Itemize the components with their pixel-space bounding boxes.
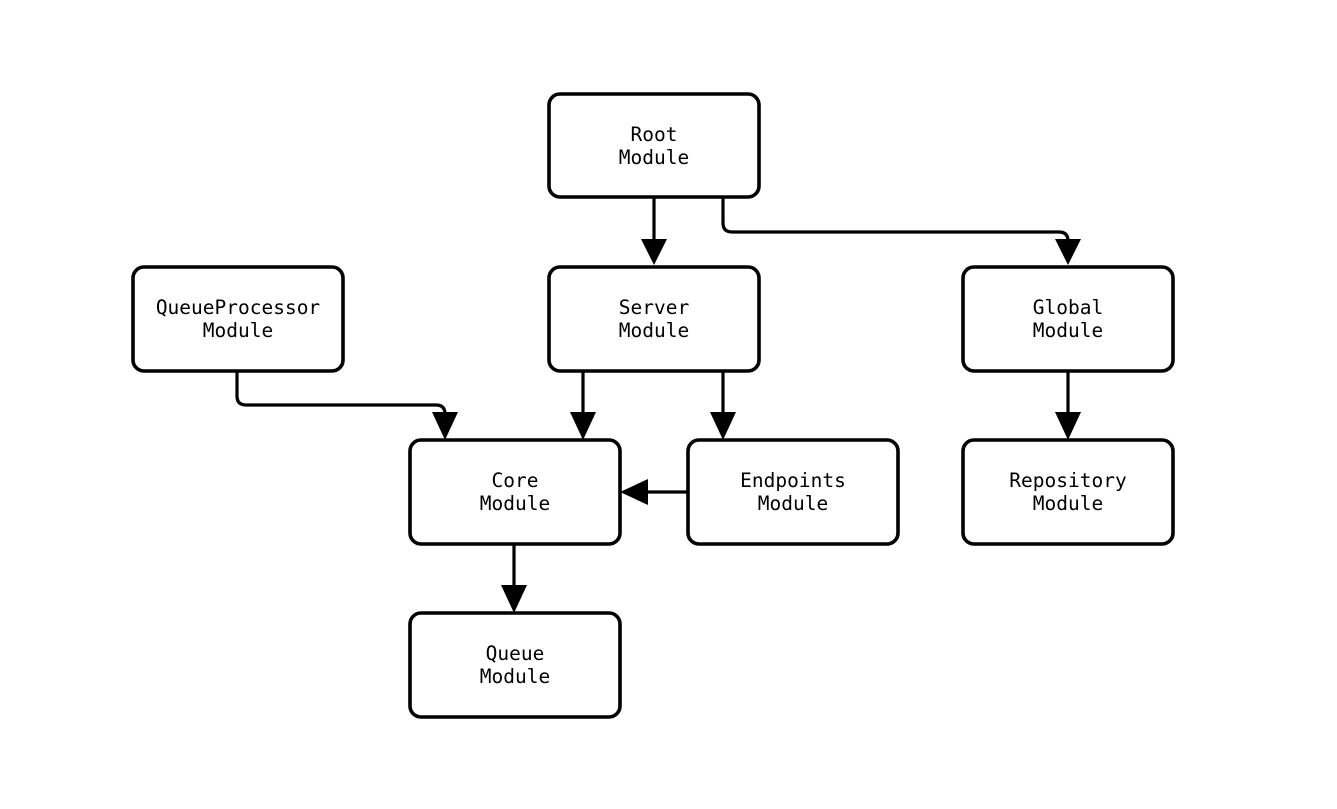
node-box-queueprocessor[interactable] — [131, 265, 345, 373]
edge-root-server — [641, 197, 667, 265]
nodes-layer — [131, 92, 1175, 719]
edge-server-endpoints-arrowhead — [710, 412, 736, 440]
node-box-queue[interactable] — [408, 611, 622, 719]
edge-root-server-arrowhead — [641, 239, 667, 265]
edge-queueprocessor-core — [235, 371, 458, 440]
edge-root-global-line — [721, 197, 1070, 248]
node-box-repository[interactable] — [961, 438, 1175, 546]
edge-queueprocessor-core-line — [235, 371, 447, 421]
edges-layer — [235, 197, 1081, 613]
edge-endpoints-core — [620, 479, 688, 505]
edge-global-repository-arrowhead — [1055, 412, 1081, 440]
node-box-server[interactable] — [547, 265, 761, 373]
edge-endpoints-core-arrowhead — [620, 479, 648, 505]
node-box-core[interactable] — [408, 438, 622, 546]
edge-root-global — [721, 197, 1081, 265]
edge-global-repository — [1055, 371, 1081, 440]
edge-core-queue — [501, 544, 527, 613]
edge-core-queue-arrowhead — [501, 585, 527, 613]
edge-server-endpoints — [710, 371, 736, 440]
node-box-global[interactable] — [961, 265, 1175, 373]
node-box-endpoints[interactable] — [686, 438, 900, 546]
node-box-root[interactable] — [547, 92, 761, 199]
edge-server-core-arrowhead — [570, 412, 596, 440]
edge-queueprocessor-core-arrowhead — [432, 412, 458, 440]
edge-server-core — [570, 371, 596, 440]
edge-root-global-arrowhead — [1055, 239, 1081, 265]
